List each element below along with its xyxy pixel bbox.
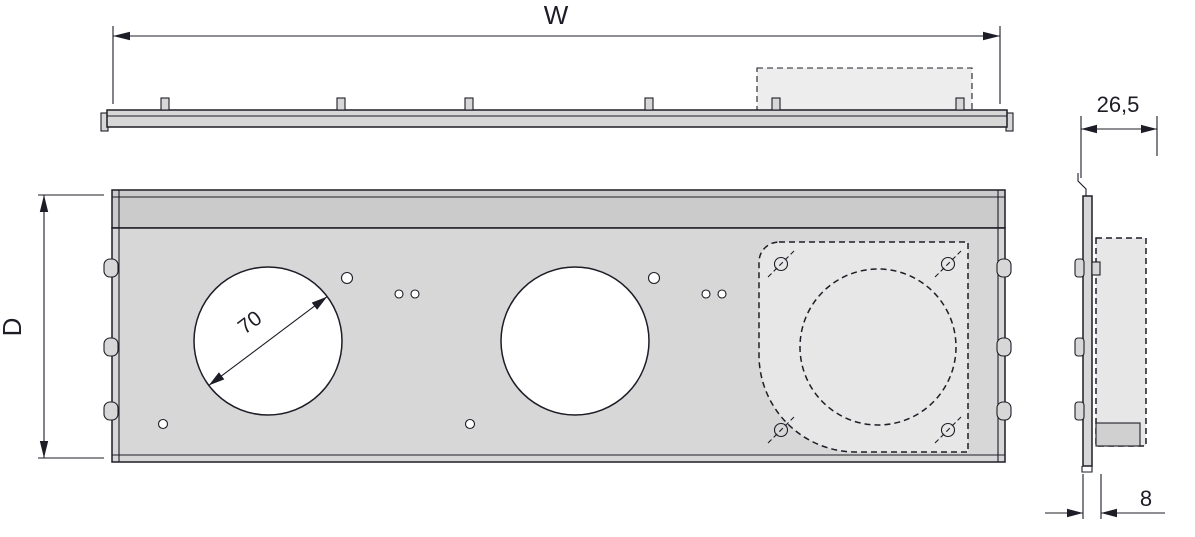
- profile-top-hook: [1077, 173, 1087, 198]
- front-view: [103, 189, 1012, 463]
- small-hole: [157, 418, 169, 430]
- strip-tab-1: [160, 97, 170, 111]
- top-view: [100, 67, 1014, 132]
- fan-mounting-hole-3: [773, 422, 789, 438]
- arrowhead-d-top: [39, 195, 49, 212]
- fan-depth-dashed-outline: [1095, 237, 1147, 447]
- strip-tab-2: [336, 97, 346, 111]
- arrowhead-dia-upper: [311, 296, 328, 310]
- edge-slot-left-2: [103, 337, 119, 357]
- arrowhead-26-5-left: [1081, 124, 1097, 134]
- profile-body: [1082, 195, 1093, 467]
- thickness-label: 8: [1140, 486, 1152, 511]
- arrowhead-w-left: [113, 31, 130, 41]
- profile-bottom-foot: [1081, 466, 1093, 473]
- small-hole: [717, 289, 727, 299]
- strip-body: [106, 109, 1008, 128]
- profile-clip-3: [1074, 401, 1085, 421]
- edge-slot-right-1: [996, 258, 1012, 278]
- arrowhead-w-right: [983, 31, 1000, 41]
- panel-top-band: [111, 189, 1006, 229]
- strip-tab-5: [771, 97, 781, 111]
- small-hole: [464, 418, 476, 430]
- fan-bracket-side: [1095, 422, 1141, 447]
- profile-clip-2: [1074, 337, 1085, 357]
- small-hole: [647, 271, 661, 285]
- strip-tab-4: [644, 97, 654, 111]
- edge-slot-left-1: [103, 258, 119, 278]
- strip-tab-3: [464, 97, 474, 111]
- small-hole: [394, 289, 404, 299]
- fan-cutout-dashed-outline: [758, 241, 969, 453]
- edge-slot-right-2: [996, 337, 1012, 357]
- width-dimension: [112, 26, 1001, 104]
- strip-tab-6: [955, 97, 965, 111]
- fan-circle-dashed: [799, 268, 957, 426]
- side-depth-label: 26,5: [1097, 92, 1140, 117]
- fan-mounting-hole-2: [940, 256, 956, 272]
- small-hole: [701, 289, 711, 299]
- fan-hole-centermark-1: [767, 250, 795, 278]
- fan-mounting-hole-1: [773, 256, 789, 272]
- drawing-geometry: [38, 26, 1165, 519]
- depth-label: D: [0, 318, 27, 337]
- small-hole: [340, 271, 354, 285]
- fan-hole-centermark-2: [934, 250, 962, 278]
- arrowhead-8-right: [1101, 508, 1117, 518]
- small-hole: [410, 289, 420, 299]
- edge-slot-right-3: [996, 401, 1012, 421]
- arrowhead-d-bottom: [39, 441, 49, 458]
- fan-hole-centermark-4: [934, 416, 962, 444]
- edge-slot-left-3: [103, 401, 119, 421]
- fan-mounting-hole-4: [940, 422, 956, 438]
- side-view: [1045, 116, 1165, 519]
- arrowhead-8-left: [1067, 508, 1083, 518]
- width-label: W: [544, 0, 569, 30]
- arrowhead-dia-lower: [208, 372, 225, 386]
- fan-hole-centermark-3: [767, 416, 795, 444]
- arrowheads: [39, 31, 1157, 518]
- diameter-arrow-line: [208, 296, 328, 386]
- arrowhead-26-5-right: [1141, 124, 1157, 134]
- large-hole-center: [500, 266, 650, 416]
- depth-dimension: [38, 194, 104, 459]
- profile-clip-1: [1074, 258, 1085, 278]
- fan-footprint-dashed-outline: [756, 67, 973, 111]
- profile-rear-tab: [1091, 261, 1101, 276]
